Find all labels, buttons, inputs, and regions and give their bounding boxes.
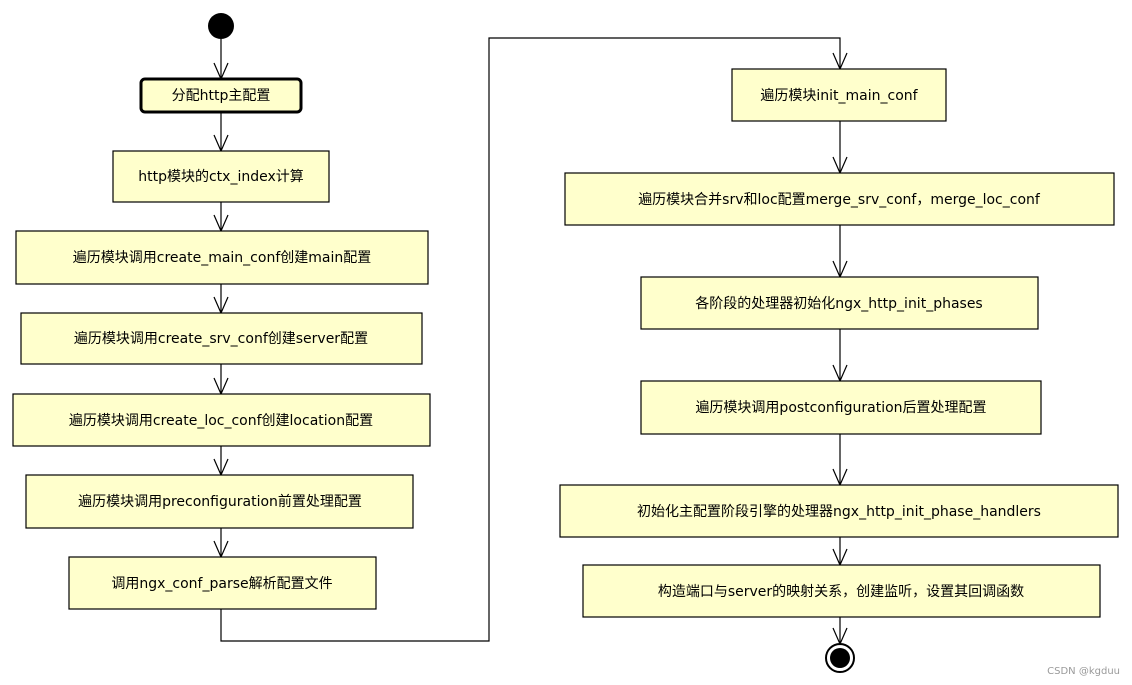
node-merge-conf: 遍历模块合并srv和loc配置merge_srv_conf，merge_loc_…	[564, 172, 1115, 226]
node-label: 遍历模块调用create_loc_conf创建location配置	[69, 413, 373, 429]
edge-8	[220, 37, 841, 642]
node-preconfiguration: 遍历模块调用preconfiguration前置处理配置	[25, 474, 414, 529]
node-label: 遍历模块调用preconfiguration前置处理配置	[78, 493, 362, 510]
node-create-loc-conf: 遍历模块调用create_loc_conf创建location配置	[12, 393, 431, 447]
node-postconfiguration: 遍历模块调用postconfiguration后置处理配置	[640, 380, 1042, 435]
node-label: 遍历模块调用postconfiguration后置处理配置	[695, 400, 986, 416]
node-init-phase-handlers: 初始化主配置阶段引擎的处理器ngx_http_init_phase_handle…	[559, 484, 1119, 538]
node-listen-setup: 构造端口与server的映射关系，创建监听，设置其回调函数	[582, 564, 1101, 618]
node-label: 遍历模块init_main_conf	[760, 88, 918, 104]
node-create-main-conf: 遍历模块调用create_main_conf创建main配置	[15, 230, 429, 285]
node-conf-parse: 调用ngx_conf_parse解析配置文件	[68, 556, 377, 610]
node-label: 各阶段的处理器初始化ngx_http_init_phases	[695, 295, 982, 312]
start-node	[208, 13, 234, 39]
node-label: 构造端口与server的映射关系，创建监听，设置其回调函数	[658, 584, 1024, 600]
node-label: 遍历模块合并srv和loc配置merge_srv_conf，merge_loc_…	[638, 192, 1041, 208]
node-label: 分配http主配置	[172, 88, 271, 104]
node-ctx-index: http模块的ctx_index计算	[112, 150, 330, 203]
node-alloc-http-main-conf: 分配http主配置	[139, 77, 303, 114]
node-label: http模块的ctx_index计算	[138, 169, 304, 185]
node-label: 遍历模块调用create_srv_conf创建server配置	[74, 331, 368, 347]
node-init-phases: 各阶段的处理器初始化ngx_http_init_phases	[640, 276, 1039, 330]
end-node	[825, 643, 855, 673]
node-create-srv-conf: 遍历模块调用create_srv_conf创建server配置	[20, 312, 423, 365]
node-init-main-conf: 遍历模块init_main_conf	[731, 68, 947, 122]
node-label: 遍历模块调用create_main_conf创建main配置	[73, 250, 371, 266]
node-label: 调用ngx_conf_parse解析配置文件	[111, 576, 332, 592]
arrowhead-14	[832, 627, 848, 646]
node-label: 初始化主配置阶段引擎的处理器ngx_http_init_phase_handle…	[637, 503, 1041, 520]
watermark: CSDN @kgduu	[1047, 666, 1120, 677]
